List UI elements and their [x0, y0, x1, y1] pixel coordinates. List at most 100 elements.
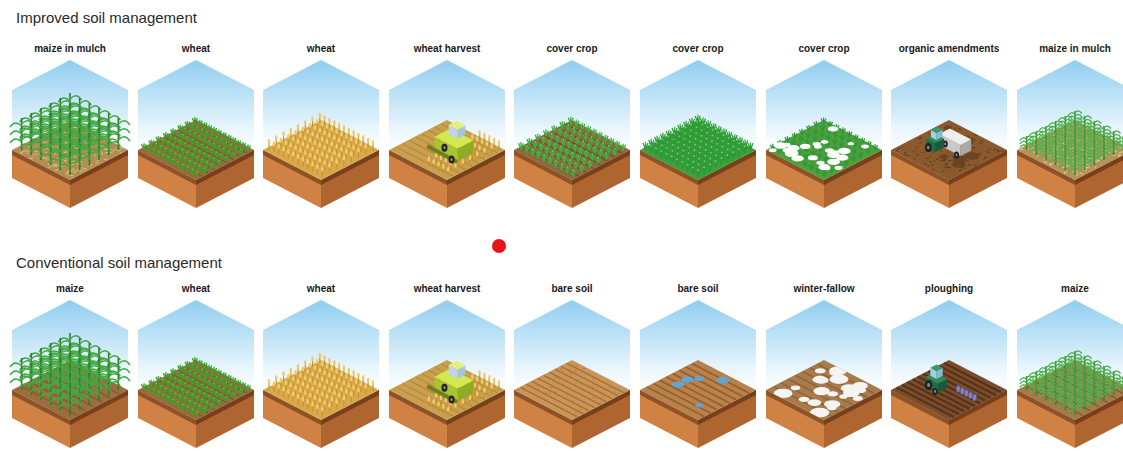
straw	[64, 152, 67, 153]
plant	[352, 370, 355, 381]
plant	[549, 133, 554, 140]
plant	[190, 168, 195, 174]
field-tile	[10, 300, 130, 448]
straw	[1095, 160, 1099, 161]
furrow	[1043, 378, 1099, 407]
plant	[321, 376, 324, 387]
plant	[620, 144, 625, 151]
plant	[311, 131, 314, 142]
straw	[933, 160, 935, 161]
plant	[229, 143, 234, 149]
plant	[486, 381, 489, 386]
plant	[331, 156, 334, 167]
plant	[347, 383, 350, 394]
plant	[192, 372, 197, 378]
furrow	[556, 370, 612, 399]
plant	[338, 363, 341, 374]
patch	[829, 366, 847, 375]
plant	[224, 396, 229, 402]
plant	[209, 373, 214, 379]
plant	[212, 382, 217, 388]
plant	[197, 360, 202, 366]
plant	[302, 366, 305, 377]
plant	[447, 406, 450, 411]
straw	[64, 160, 66, 162]
plant	[212, 142, 217, 148]
field-tile-node: wheat	[263, 40, 379, 58]
straw	[971, 147, 973, 148]
straw	[1117, 155, 1121, 156]
plant	[204, 161, 209, 167]
furrow	[559, 128, 615, 157]
plant	[328, 358, 331, 369]
plant	[233, 146, 238, 152]
furrow	[903, 385, 959, 414]
plant	[273, 141, 276, 152]
plant	[318, 383, 321, 394]
plant	[345, 149, 348, 160]
plant	[873, 144, 878, 150]
straw	[580, 383, 581, 384]
plant	[333, 375, 336, 386]
tile-label: wheat	[138, 40, 254, 58]
plant	[216, 130, 221, 136]
field-tile-node: maize in mulch	[12, 40, 128, 58]
straw	[104, 159, 108, 160]
plant	[428, 156, 431, 161]
plant	[785, 136, 790, 142]
plant	[306, 129, 309, 140]
straw	[618, 393, 619, 394]
back-wall	[766, 60, 824, 150]
plant	[437, 401, 440, 406]
plant	[192, 162, 197, 168]
surface-texture	[522, 124, 621, 175]
plant	[603, 135, 608, 142]
plant	[360, 141, 363, 152]
plant	[318, 353, 321, 364]
plant	[372, 380, 375, 391]
straw	[114, 149, 116, 151]
straw	[967, 136, 969, 137]
plant	[185, 166, 190, 172]
plough-disc	[960, 388, 964, 395]
plant	[591, 129, 596, 136]
plant	[565, 166, 570, 173]
plant	[311, 116, 314, 127]
plant	[207, 395, 212, 401]
plant	[178, 140, 183, 146]
furrow	[158, 381, 214, 410]
plant	[355, 379, 358, 390]
plant	[195, 396, 200, 402]
straw	[545, 393, 547, 394]
wheel	[449, 156, 455, 164]
straw	[571, 401, 574, 402]
straw	[23, 151, 26, 152]
plant	[806, 132, 811, 138]
plant	[190, 393, 195, 399]
plant	[498, 140, 501, 145]
plant	[180, 388, 185, 394]
plant	[216, 145, 221, 151]
plant	[803, 153, 808, 159]
plant	[851, 155, 856, 161]
soil-side	[824, 150, 882, 208]
plant	[595, 139, 600, 146]
tile-label: ploughing	[891, 280, 1007, 298]
tile-label: organic amendments	[891, 40, 1007, 58]
plant	[493, 378, 496, 383]
field-surface	[891, 120, 1007, 180]
straw	[929, 156, 931, 157]
plant	[219, 393, 224, 399]
straw	[1046, 162, 1048, 164]
field-tile-node: organic amendments	[891, 40, 1007, 58]
plant	[190, 408, 195, 414]
patch	[823, 166, 831, 170]
plant	[302, 396, 305, 407]
patch	[828, 126, 839, 131]
plant	[183, 367, 188, 373]
straw	[946, 151, 948, 152]
furrow	[171, 134, 227, 163]
plant	[321, 166, 324, 177]
wheel	[954, 151, 959, 158]
plant	[224, 381, 229, 387]
